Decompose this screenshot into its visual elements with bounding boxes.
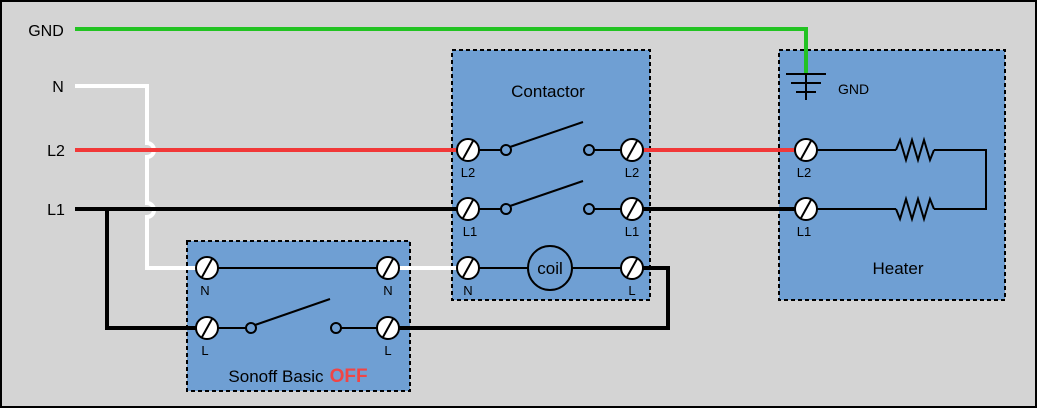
contactor-l1-blade [509,180,584,207]
screw-terminal-icon [620,256,644,280]
heater-terminal-label: L2 [797,165,811,180]
screw-terminal-icon [376,316,400,340]
n-label: N [52,79,64,96]
screw-terminal-icon [195,316,219,340]
contactor-terminal-label: N [463,283,472,298]
coil-feed-wire [388,266,670,330]
heater-panel [778,49,1006,301]
sonoff-terminal-label: N [200,283,209,298]
screw-terminal-icon [195,256,219,280]
sonoff-panel [186,240,411,392]
sonoff-terminal-label: L [201,343,208,358]
contactor-terminal-label: L2 [461,165,475,180]
contactor-l2-blade [509,121,584,148]
contactor-terminal-label: L2 [625,165,639,180]
screw-terminal-icon [456,256,480,280]
sonoff-state-badge: OFF [330,366,368,387]
contactor-l2-contact [583,144,595,156]
heater-return-wire [934,149,987,210]
screw-terminal-icon [794,197,818,221]
contactor-l1-contact [500,203,512,215]
heater-terminal-label: L1 [797,224,811,239]
screw-terminal-icon [376,256,400,280]
sonoff-title: Sonoff Basic OFF [228,366,367,387]
heater-resistor-icon [895,136,935,164]
sonoff-name: Sonoff Basic [228,367,324,386]
l2-label: L2 [47,143,65,160]
contactor-terminal-label: L1 [463,224,477,239]
sonoff-switch-blade [254,298,331,326]
screw-terminal-icon [794,138,818,162]
sonoff-terminal-label: L [384,343,391,358]
heater-title: Heater [872,259,923,278]
sonoff-switch-contact [330,322,342,334]
contactor-title: Contactor [511,82,585,101]
contactor-terminal-label: L1 [625,224,639,239]
screw-terminal-icon [456,197,480,221]
heater-resistor-icon [895,195,935,223]
n-wire [75,84,200,270]
heater-gnd-label: GND [838,81,869,97]
contactor-l2-contact [500,144,512,156]
screw-terminal-icon [456,138,480,162]
sonoff-terminal-label: N [383,283,392,298]
l1-wire-to-sonoff [105,209,207,330]
ground-symbol-icon [786,73,826,100]
gnd-label: GND [28,23,64,40]
coil-label: coil [537,259,563,278]
contactor-terminal-label: L [628,283,635,298]
screw-terminal-icon [620,197,644,221]
sonoff-switch-contact [245,322,257,334]
screw-terminal-icon [620,138,644,162]
gnd-wire [75,27,808,74]
l1-label: L1 [47,202,65,219]
contactor-l1-contact [583,203,595,215]
